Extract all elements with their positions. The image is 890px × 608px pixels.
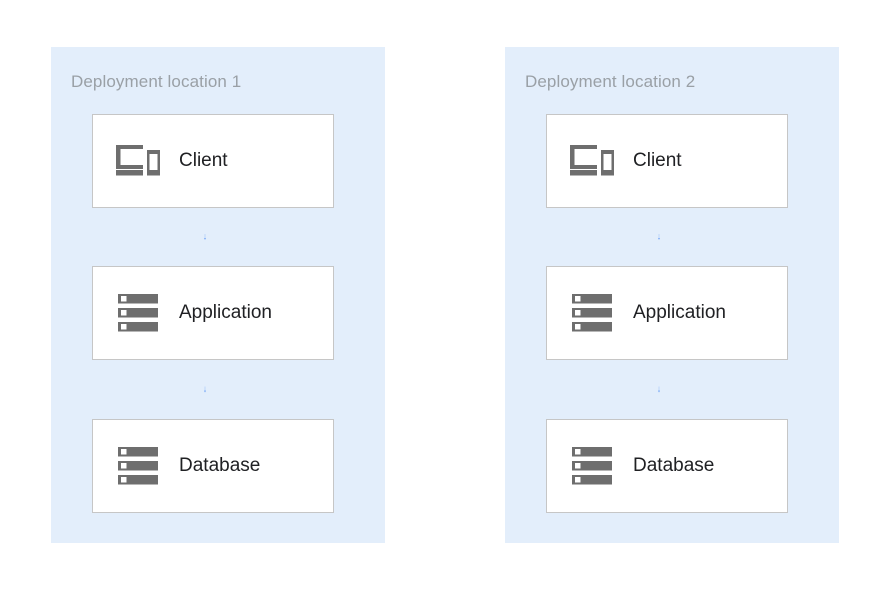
arrow-down-icon — [204, 234, 206, 240]
server-rack-icon — [115, 290, 161, 336]
zone-2-node-client-label: Client — [633, 150, 682, 171]
zone-1-node-database[interactable]: Database — [92, 419, 334, 513]
arrow-down-icon — [658, 386, 660, 393]
zone-2-node-client[interactable]: Client — [546, 114, 788, 208]
server-rack-icon — [569, 290, 615, 336]
deployment-zone-1: Deployment location 1 Client — [51, 47, 385, 543]
server-rack-icon — [115, 443, 161, 489]
devices-icon — [115, 138, 161, 184]
zone-2-arrow-client-to-app — [658, 208, 669, 266]
zone-1-arrow-app-to-db — [204, 360, 215, 419]
zone-1-node-database-label: Database — [179, 455, 261, 476]
server-rack-icon — [569, 443, 615, 489]
zone-1-node-client[interactable]: Client — [92, 114, 334, 208]
zone-2-node-database-label: Database — [633, 455, 715, 476]
zone-1-node-client-label: Client — [179, 150, 228, 171]
arrow-down-icon — [204, 386, 206, 393]
zone-1-title: Deployment location 1 — [71, 72, 242, 91]
arrow-down-icon — [658, 234, 660, 240]
deployment-zone-2: Deployment location 2 Client — [505, 47, 839, 543]
zone-2-node-application[interactable]: Application — [546, 266, 788, 360]
zone-2-node-database[interactable]: Database — [546, 419, 788, 513]
zone-2-arrow-app-to-db — [658, 360, 669, 419]
zone-1-node-application-label: Application — [179, 302, 272, 323]
zone-1-node-application[interactable]: Application — [92, 266, 334, 360]
zone-2-title: Deployment location 2 — [525, 72, 696, 91]
zone-2-node-application-label: Application — [633, 302, 726, 323]
zone-1-arrow-client-to-app — [204, 208, 215, 266]
devices-icon — [569, 138, 615, 184]
